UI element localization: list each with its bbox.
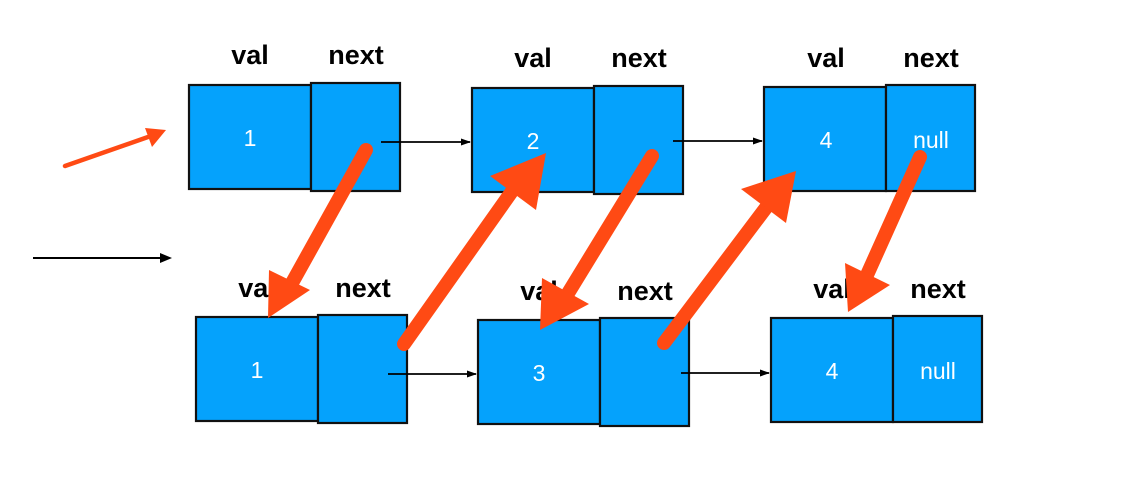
merge-arrow: [268, 143, 373, 318]
merge-arrow: [540, 149, 659, 330]
val-cell: [476, 318, 602, 426]
val-header: val: [807, 43, 845, 73]
node-value: 1: [244, 125, 257, 151]
node-value: 4: [820, 127, 833, 153]
next-header: next: [611, 43, 667, 73]
merge-arrow: [397, 153, 546, 351]
list-top: val next 1 val next 2 val next 4 null: [187, 40, 977, 196]
next-header: next: [910, 274, 966, 304]
node: val next 1: [194, 273, 409, 425]
node-value: 2: [527, 128, 540, 154]
next-header: next: [617, 276, 673, 306]
val-cell: [187, 83, 313, 191]
node: val next 1: [187, 40, 402, 193]
pointer-legend-arrow: [33, 253, 172, 263]
node: val next 4 null: [769, 274, 984, 424]
next-header: next: [335, 273, 391, 303]
list-bottom: val next 1 val next 3 val next 4 null: [194, 273, 984, 428]
node-value: 4: [826, 358, 839, 384]
node: val next 4 null: [762, 43, 977, 193]
null-label: null: [920, 358, 956, 384]
next-cell: [891, 314, 984, 424]
next-cell: [884, 83, 977, 193]
node-value: 3: [533, 360, 546, 386]
merge-arrow: [845, 150, 927, 312]
val-cell: [769, 316, 895, 424]
val-header: val: [231, 40, 269, 70]
node: val next 3: [476, 276, 691, 428]
merge-arrow: [657, 171, 796, 350]
val-header: val: [514, 43, 552, 73]
null-label: null: [913, 127, 949, 153]
next-cell: [316, 313, 409, 425]
start-pointer-arrow: [62, 128, 166, 169]
merge-path: [268, 143, 927, 351]
val-cell: [762, 85, 888, 193]
next-header: next: [903, 43, 959, 73]
node-value: 1: [251, 357, 264, 383]
val-header: val: [813, 274, 851, 304]
next-header: next: [328, 40, 384, 70]
